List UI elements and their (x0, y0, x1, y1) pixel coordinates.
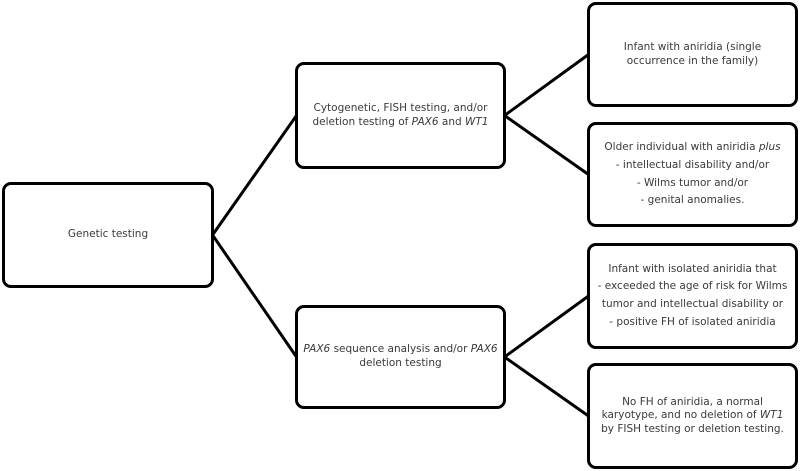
connector-genetic-testing-to-pax6-sequence (211, 234, 298, 358)
node-text-line: deletion testing of PAX6 and WT1 (313, 116, 489, 130)
node-text-line: deletion testing (359, 357, 441, 371)
node-text-line: - intellectual disability and/or (616, 159, 769, 173)
text-segment: karyotype, and no deletion of (601, 409, 760, 422)
connector-pax6-sequence-to-infant-isolated (503, 294, 590, 359)
node-text-line: tumor and intellectual disability or (602, 298, 783, 312)
gene-name: PAX6 (411, 115, 439, 128)
gene-name: PAX6 (303, 343, 331, 356)
node-infant-isolated-aniridia: Infant with isolated aniridia that - exce… (587, 243, 798, 349)
connector-cytogenetic-fish-to-older-individual (503, 114, 590, 176)
node-text-line: Infant with aniridia (single (624, 41, 761, 55)
node-older-individual-plus: Older individual with aniridia plus - int… (587, 122, 798, 227)
text-segment: Infant with isolated aniridia that (608, 262, 777, 275)
node-text-line: - Wilms tumor and/or (637, 177, 748, 191)
connector-genetic-testing-to-cytogenetic-fish (211, 114, 298, 236)
node-text-line: - exceeded the age of risk for Wilms (598, 280, 788, 294)
text-segment: - intellectual disability and/or (615, 158, 770, 171)
text-segment: and (438, 115, 465, 128)
node-text-line: Older individual with aniridia plus (604, 141, 780, 155)
connector-pax6-sequence-to-no-fh (503, 355, 590, 418)
gene-name: WT1 (759, 409, 784, 422)
text-segment: - exceeded the age of risk for Wilms (597, 280, 788, 293)
node-genetic-testing: Genetic testing (2, 182, 214, 288)
gene-name: plus (758, 141, 781, 154)
node-text-line: by FISH testing or deletion testing. (601, 423, 784, 437)
node-text-line: occurrence in the family) (627, 55, 759, 69)
node-text-line: Genetic testing (68, 228, 148, 242)
node-text-line: Infant with isolated aniridia that (608, 263, 776, 277)
text-segment: deletion testing of (312, 115, 412, 128)
text-segment: Cytogenetic, FISH testing, and/or (313, 101, 488, 114)
text-segment: by FISH testing or deletion testing. (601, 422, 784, 435)
gene-name: PAX6 (470, 343, 498, 356)
node-text-line: - positive FH of isolated aniridia (609, 316, 775, 330)
text-segment: - Wilms tumor and/or (636, 176, 749, 189)
text-segment: - positive FH of isolated aniridia (609, 315, 776, 328)
text-segment: sequence analysis and/or (330, 343, 471, 356)
text-segment: No FH of aniridia, a normal (622, 395, 763, 408)
text-segment: deletion testing (359, 357, 442, 369)
text-segment: - genital anomalies. (640, 194, 745, 207)
text-segment: occurrence in the family) (626, 54, 759, 67)
node-text-line: No FH of aniridia, a normal (622, 396, 763, 410)
text-segment: Older individual with aniridia (604, 141, 759, 154)
text-segment: Genetic testing (67, 228, 149, 241)
text-segment: Infant with aniridia (single (623, 40, 762, 53)
text-segment: tumor and intellectual disability or (601, 298, 784, 310)
gene-name: WT1 (464, 115, 489, 128)
node-text-line: Cytogenetic, FISH testing, and/or (314, 102, 488, 116)
connector-cytogenetic-fish-to-infant-single (503, 53, 590, 117)
node-text-line: - genital anomalies. (641, 194, 745, 208)
node-text-line: PAX6 sequence analysis and/or PAX6 (303, 343, 497, 357)
node-text-line: karyotype, and no deletion of WT1 (602, 409, 784, 423)
